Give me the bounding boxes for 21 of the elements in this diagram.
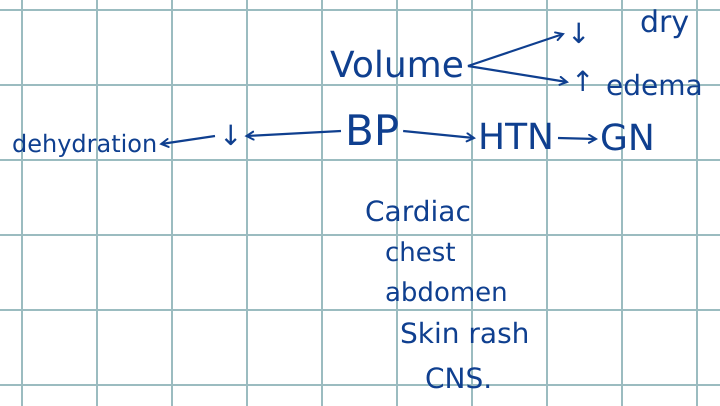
down-arrow-symbol: ↓ — [219, 122, 242, 150]
note-text: dry — [640, 8, 690, 38]
note-text: chest — [385, 240, 456, 266]
abbreviation: GN — [600, 121, 655, 157]
up-arrow-symbol: ↑ — [571, 68, 594, 96]
note-text: Cardiac — [365, 198, 471, 226]
down-arrow-symbol: ↓ — [567, 20, 590, 48]
note-text: abdomen — [385, 280, 508, 306]
note-text: CNS. — [425, 365, 492, 393]
word: Volume — [330, 48, 464, 84]
note-text: Skin rash — [400, 320, 530, 348]
abbreviation: HTN — [478, 120, 554, 156]
word: BP — [345, 110, 400, 152]
arrow — [160, 134, 216, 148]
arrow — [468, 31, 564, 68]
arrow — [558, 134, 597, 144]
arrow — [468, 64, 568, 86]
arrow — [245, 130, 342, 141]
word: dehydration — [12, 132, 158, 156]
note-text: edema — [606, 72, 703, 100]
arrow — [403, 130, 475, 142]
